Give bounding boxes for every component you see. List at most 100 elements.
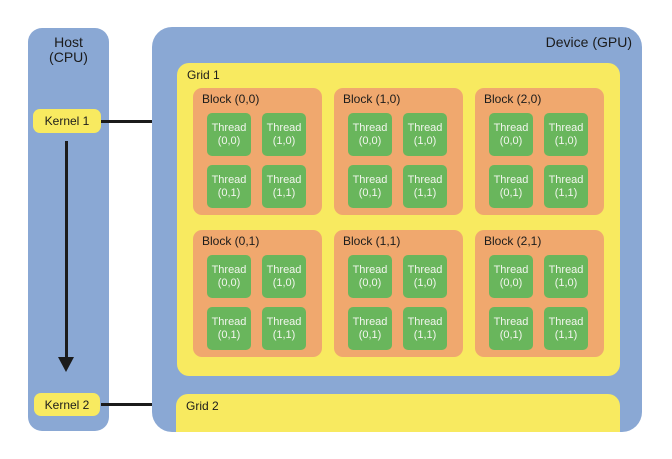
- thread-cell: Thread(1,0): [403, 113, 447, 156]
- thread-label-line1: Thread: [407, 263, 443, 276]
- thread-cell: Thread(1,1): [544, 165, 588, 208]
- thread-cell: Thread(0,1): [489, 307, 533, 350]
- thread-label-line2: (0,0): [499, 276, 523, 289]
- thread-cell: Thread(0,0): [348, 255, 392, 298]
- kernel1-to-kernel2-arrowhead-icon: [58, 357, 74, 372]
- kernel-2-label: Kernel 2: [44, 397, 90, 412]
- thread-grid: Thread(0,0)Thread(1,0)Thread(0,1)Thread(…: [489, 255, 588, 350]
- thread-label-line1: Thread: [211, 315, 247, 328]
- thread-cell: Thread(1,1): [262, 307, 306, 350]
- thread-label-line1: Thread: [493, 263, 529, 276]
- thread-label-line1: Thread: [352, 173, 388, 186]
- kernel-1-label: Kernel 1: [44, 114, 90, 128]
- thread-label-line1: Thread: [548, 263, 584, 276]
- block-grid: Block (0,0)Thread(0,0)Thread(1,0)Thread(…: [193, 88, 604, 357]
- block-label: Block (1,0): [343, 92, 401, 106]
- thread-cell: Thread(0,0): [489, 255, 533, 298]
- thread-cell: Thread(1,0): [262, 255, 306, 298]
- thread-label-line2: (0,1): [358, 328, 382, 341]
- thread-label-line2: (1,1): [272, 186, 296, 199]
- grid-2-panel: Grid 2: [176, 394, 620, 432]
- block-0: Block (0,0)Thread(0,0)Thread(1,0)Thread(…: [193, 88, 322, 215]
- device-panel: Device (GPU) Grid 1 Block (0,0)Thread(0,…: [152, 27, 642, 432]
- grid-2-label: Grid 2: [186, 399, 219, 413]
- thread-cell: Thread(0,0): [207, 113, 251, 156]
- block-2: Block (2,0)Thread(0,0)Thread(1,0)Thread(…: [475, 88, 604, 215]
- thread-label-line2: (1,0): [413, 134, 437, 147]
- thread-cell: Thread(1,0): [403, 255, 447, 298]
- thread-label-line1: Thread: [352, 121, 388, 134]
- thread-label-line1: Thread: [493, 121, 529, 134]
- thread-cell: Thread(1,1): [403, 165, 447, 208]
- thread-label-line1: Thread: [211, 173, 247, 186]
- thread-label-line1: Thread: [407, 315, 443, 328]
- thread-label-line1: Thread: [352, 263, 388, 276]
- thread-label-line1: Thread: [266, 315, 302, 328]
- thread-label-line2: (1,0): [272, 276, 296, 289]
- block-label: Block (1,1): [343, 234, 401, 248]
- block-5: Block (2,1)Thread(0,0)Thread(1,0)Thread(…: [475, 230, 604, 357]
- thread-label-line1: Thread: [211, 263, 247, 276]
- thread-cell: Thread(1,1): [403, 307, 447, 350]
- thread-label-line1: Thread: [266, 121, 302, 134]
- thread-cell: Thread(0,0): [207, 255, 251, 298]
- thread-label-line1: Thread: [548, 121, 584, 134]
- block-4: Block (1,1)Thread(0,0)Thread(1,0)Thread(…: [334, 230, 463, 357]
- thread-cell: Thread(1,1): [262, 165, 306, 208]
- block-label: Block (2,0): [484, 92, 542, 106]
- thread-label-line2: (0,1): [358, 186, 382, 199]
- thread-label-line2: (0,1): [217, 328, 241, 341]
- thread-grid: Thread(0,0)Thread(1,0)Thread(0,1)Thread(…: [207, 255, 306, 350]
- host-title-line1: Host: [54, 34, 83, 50]
- thread-grid: Thread(0,0)Thread(1,0)Thread(0,1)Thread(…: [207, 113, 306, 208]
- thread-label-line2: (1,1): [413, 328, 437, 341]
- thread-label-line1: Thread: [407, 173, 443, 186]
- thread-label-line2: (1,0): [272, 134, 296, 147]
- thread-label-line1: Thread: [211, 121, 247, 134]
- thread-cell: Thread(1,0): [544, 113, 588, 156]
- grid-1-label: Grid 1: [187, 68, 220, 82]
- kernel1-to-kernel2-arrow-line: [65, 141, 68, 358]
- thread-cell: Thread(1,0): [544, 255, 588, 298]
- thread-label-line1: Thread: [548, 315, 584, 328]
- thread-cell: Thread(0,0): [348, 113, 392, 156]
- thread-cell: Thread(0,1): [348, 307, 392, 350]
- thread-label-line2: (0,1): [499, 328, 523, 341]
- thread-label-line2: (1,1): [554, 186, 578, 199]
- thread-label-line2: (0,0): [217, 276, 241, 289]
- thread-cell: Thread(0,1): [207, 307, 251, 350]
- host-title: Host (CPU): [28, 35, 109, 65]
- thread-grid: Thread(0,0)Thread(1,0)Thread(0,1)Thread(…: [348, 113, 447, 208]
- kernel1-to-grid1-arrow-line: [101, 120, 162, 123]
- thread-cell: Thread(0,1): [489, 165, 533, 208]
- grid-1-panel: Grid 1 Block (0,0)Thread(0,0)Thread(1,0)…: [177, 63, 620, 376]
- thread-label-line1: Thread: [493, 173, 529, 186]
- thread-label-line1: Thread: [407, 121, 443, 134]
- thread-label-line2: (0,0): [358, 134, 382, 147]
- host-title-line2: (CPU): [49, 49, 88, 65]
- block-3: Block (0,1)Thread(0,0)Thread(1,0)Thread(…: [193, 230, 322, 357]
- thread-label-line2: (1,1): [272, 328, 296, 341]
- thread-grid: Thread(0,0)Thread(1,0)Thread(0,1)Thread(…: [348, 255, 447, 350]
- thread-label-line2: (0,1): [217, 186, 241, 199]
- thread-label-line2: (0,0): [217, 134, 241, 147]
- thread-label-line2: (1,0): [413, 276, 437, 289]
- kernel-1-chip: Kernel 1: [33, 109, 101, 133]
- thread-label-line1: Thread: [266, 173, 302, 186]
- thread-label-line1: Thread: [493, 315, 529, 328]
- thread-cell: Thread(1,1): [544, 307, 588, 350]
- thread-cell: Thread(0,1): [207, 165, 251, 208]
- block-label: Block (0,1): [202, 234, 260, 248]
- thread-label-line2: (0,0): [358, 276, 382, 289]
- thread-label-line2: (1,1): [413, 186, 437, 199]
- kernel-2-chip: Kernel 2: [34, 393, 100, 416]
- thread-label-line1: Thread: [266, 263, 302, 276]
- block-1: Block (1,0)Thread(0,0)Thread(1,0)Thread(…: [334, 88, 463, 215]
- thread-label-line2: (0,0): [499, 134, 523, 147]
- block-label: Block (0,0): [202, 92, 260, 106]
- thread-label-line2: (1,1): [554, 328, 578, 341]
- thread-cell: Thread(0,1): [348, 165, 392, 208]
- thread-cell: Thread(1,0): [262, 113, 306, 156]
- thread-label-line1: Thread: [352, 315, 388, 328]
